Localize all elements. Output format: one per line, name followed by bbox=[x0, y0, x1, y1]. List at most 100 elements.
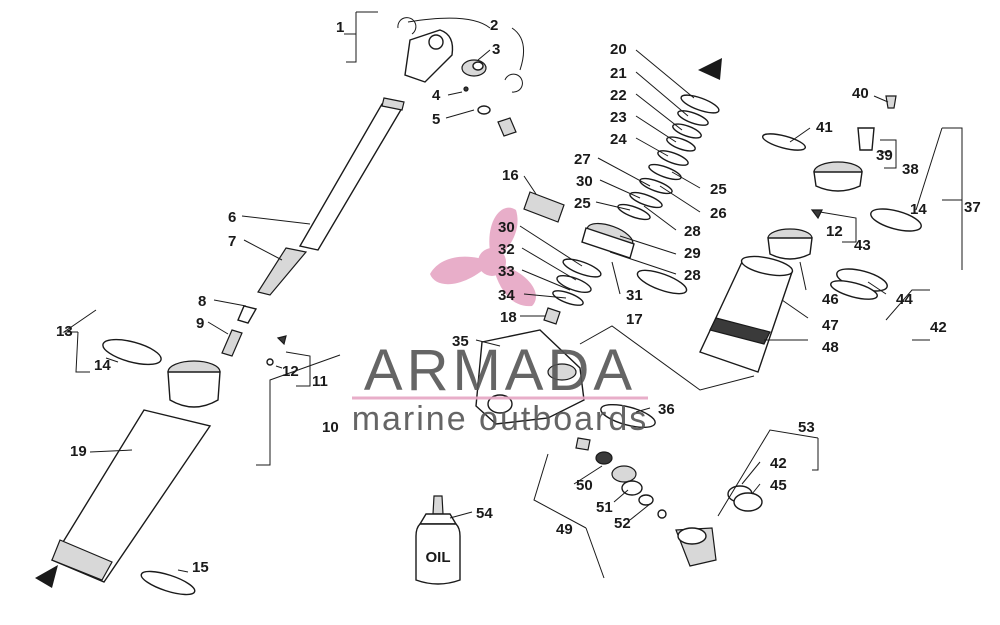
snap-ring-41 bbox=[761, 133, 807, 151]
o-ring-36 bbox=[600, 403, 656, 429]
shaft-assembly bbox=[35, 17, 523, 596]
callout-14-left: 14 bbox=[94, 357, 111, 374]
callout-30-lower: 30 bbox=[498, 219, 515, 236]
eye-mount bbox=[404, 29, 454, 83]
callout-52: 52 bbox=[614, 515, 631, 532]
piston-shaft bbox=[298, 103, 404, 251]
oil-bottle-label: OIL bbox=[426, 549, 451, 566]
callout-54: 54 bbox=[476, 505, 493, 522]
callout-5: 5 bbox=[432, 111, 440, 128]
o-ring-14-right bbox=[870, 208, 922, 232]
floating-piston bbox=[767, 237, 813, 260]
body-thread bbox=[51, 539, 113, 581]
callout-6: 6 bbox=[228, 209, 236, 226]
callout-27: 27 bbox=[574, 151, 591, 168]
shock-body bbox=[50, 409, 212, 583]
callout-2: 2 bbox=[490, 17, 498, 34]
callout-25-left: 25 bbox=[574, 195, 591, 212]
callout-15: 15 bbox=[192, 559, 209, 576]
callout-7: 7 bbox=[228, 233, 236, 250]
valve-39 bbox=[857, 127, 875, 151]
watermark: ARMADA marine outboards bbox=[352, 207, 649, 438]
propeller-logo-icon bbox=[430, 207, 536, 307]
shaft-end bbox=[257, 247, 308, 296]
callout-12-right: 12 bbox=[826, 223, 843, 240]
callout-3: 3 bbox=[492, 41, 500, 58]
callout-35: 35 bbox=[452, 333, 469, 350]
callout-34: 34 bbox=[498, 287, 515, 304]
callout-10: 10 bbox=[322, 419, 339, 436]
callout-4: 4 bbox=[432, 87, 441, 104]
snap-ring-lower bbox=[504, 73, 523, 93]
callout-50: 50 bbox=[576, 477, 593, 494]
callout-19: 19 bbox=[70, 443, 87, 460]
reservoir-band bbox=[709, 317, 771, 345]
callout-9: 9 bbox=[196, 315, 204, 332]
callout-42-lower: 42 bbox=[770, 455, 787, 472]
callout-44: 44 bbox=[896, 291, 913, 308]
valve-cap-40 bbox=[885, 95, 897, 109]
callout-31: 31 bbox=[626, 287, 643, 304]
reservoir-cap bbox=[813, 171, 863, 192]
callout-28-lower: 28 bbox=[684, 267, 701, 284]
callout-8: 8 bbox=[198, 293, 206, 310]
callout-1: 1 bbox=[336, 19, 344, 36]
callout-39: 39 bbox=[876, 147, 893, 164]
callout-20: 20 bbox=[610, 41, 627, 58]
valve-assembly bbox=[575, 437, 667, 519]
snap-ring-upper bbox=[397, 17, 417, 35]
callout-22: 22 bbox=[610, 87, 627, 104]
shim-stack bbox=[523, 58, 722, 325]
callout-25-right: 25 bbox=[710, 181, 727, 198]
callout-30-upper: 30 bbox=[576, 173, 593, 190]
callout-13: 13 bbox=[56, 323, 73, 340]
callout-21: 21 bbox=[610, 65, 627, 82]
reservoir-assembly bbox=[675, 95, 922, 567]
callout-12-left: 12 bbox=[282, 363, 299, 380]
callout-28-upper: 28 bbox=[684, 223, 701, 240]
brand-wordmark: ARMADA bbox=[364, 338, 636, 403]
callout-38: 38 bbox=[902, 161, 919, 178]
callout-47: 47 bbox=[822, 317, 839, 334]
callout-48: 48 bbox=[822, 339, 839, 356]
callout-43: 43 bbox=[854, 237, 871, 254]
callout-37: 37 bbox=[964, 199, 981, 216]
reservoir-body bbox=[699, 261, 793, 373]
callout-32: 32 bbox=[498, 241, 515, 258]
seal-head bbox=[167, 371, 221, 408]
nozzle bbox=[237, 305, 258, 324]
callout-51: 51 bbox=[596, 499, 613, 516]
o-ring-14-left bbox=[102, 338, 162, 366]
callout-26: 26 bbox=[710, 205, 727, 222]
callout-23: 23 bbox=[610, 109, 627, 126]
pin bbox=[221, 329, 243, 357]
callout-53: 53 bbox=[798, 419, 815, 436]
bumper-pad bbox=[523, 191, 565, 223]
callout-labels: 1 2 3 4 5 6 7 8 9 10 11 12 12 13 14 14 1… bbox=[56, 17, 981, 576]
leader-lines bbox=[62, 11, 963, 579]
callout-11: 11 bbox=[312, 373, 328, 390]
eye-hole bbox=[428, 34, 444, 50]
callout-29: 29 bbox=[684, 245, 701, 262]
o-ring-17 bbox=[636, 269, 688, 295]
oil-bottle: OIL bbox=[415, 495, 461, 585]
callout-16: 16 bbox=[502, 167, 519, 184]
callout-41: 41 bbox=[816, 119, 833, 136]
direction-arrow-left bbox=[35, 565, 58, 588]
direction-arrow-top bbox=[698, 58, 722, 80]
ball bbox=[463, 86, 469, 92]
callout-42-upper: 42 bbox=[930, 319, 947, 336]
callout-36: 36 bbox=[658, 401, 675, 418]
o-ring-15 bbox=[140, 570, 196, 596]
callout-17: 17 bbox=[626, 311, 643, 328]
callout-14-right: 14 bbox=[910, 201, 927, 218]
fitting bbox=[497, 117, 517, 137]
callout-33: 33 bbox=[498, 263, 515, 280]
callout-24: 24 bbox=[610, 131, 627, 148]
callout-49: 49 bbox=[556, 521, 573, 538]
brand-tagline: marine outboards bbox=[352, 400, 649, 438]
callout-45: 45 bbox=[770, 477, 787, 494]
callout-18: 18 bbox=[500, 309, 517, 326]
washer bbox=[477, 105, 491, 115]
